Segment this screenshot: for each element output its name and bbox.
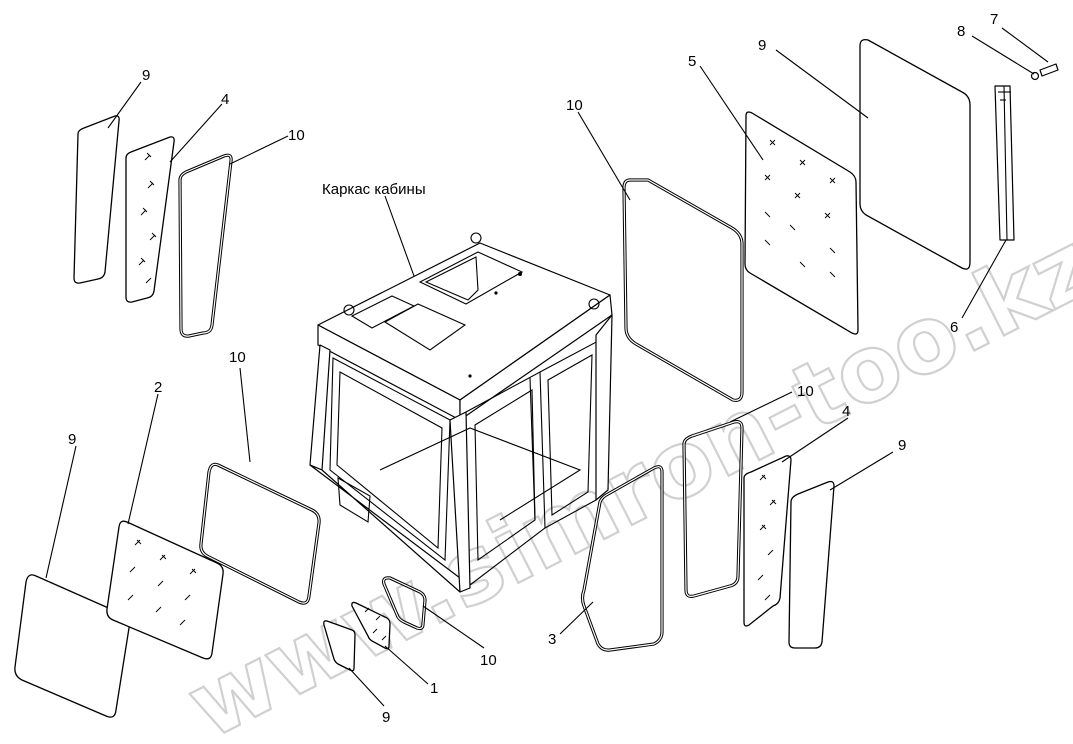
seal-strip-6: [994, 85, 1015, 241]
callout-10: 10: [229, 349, 246, 366]
callout-9: 9: [758, 37, 766, 54]
leader-lines: [45, 27, 1049, 707]
left-side-gasket-10: [178, 153, 233, 338]
callout-8: 8: [957, 23, 965, 40]
door-gasket-3: [580, 465, 664, 652]
callout-7: 7: [990, 11, 998, 28]
left-side-film-4: [125, 136, 175, 303]
watermark-text: www.simron-too.kz: [171, 211, 1073, 739]
right-side-film-4: [743, 455, 792, 627]
callout-10: 10: [797, 383, 814, 400]
callout-4: 4: [842, 403, 850, 420]
front-film-2: [106, 520, 224, 660]
callout-10: 10: [480, 652, 497, 669]
right-side-glass-9: [788, 480, 835, 649]
callout-9: 9: [142, 67, 150, 84]
callout-2: 2: [154, 379, 162, 396]
cab-frame: [309, 232, 613, 593]
bolt-7-washer-8: [1030, 63, 1059, 81]
small-gasket-10: [382, 576, 427, 631]
rear-glass-9: [859, 38, 971, 270]
callout-9: 9: [382, 709, 390, 726]
rear-film-5: [744, 111, 859, 335]
callout-3: 3: [548, 631, 556, 648]
callout-4: 4: [221, 91, 229, 108]
callout-10: 10: [566, 97, 583, 114]
callout-1: 1: [430, 680, 438, 697]
cab-frame-label: Каркас кабины: [322, 181, 426, 198]
rear-gasket-10: [622, 178, 744, 402]
callout-10: 10: [288, 127, 305, 144]
front-gasket-10: [199, 462, 321, 605]
callout-5: 5: [688, 53, 696, 70]
callout-6: 6: [950, 319, 958, 336]
left-side-glass-9: [73, 115, 120, 284]
right-side-gasket-10: [682, 420, 744, 598]
small-glass-9: [323, 620, 356, 672]
callout-9: 9: [898, 437, 906, 454]
callout-9: 9: [68, 431, 76, 448]
small-film-1: [351, 601, 391, 650]
